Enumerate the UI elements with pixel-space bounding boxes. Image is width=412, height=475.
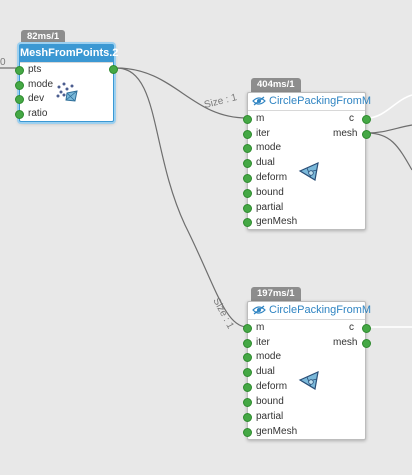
timing-badge: 197ms/1 <box>251 287 301 301</box>
node-title-text: CirclePackingFromM <box>269 95 372 107</box>
input-port-m: m <box>256 113 265 124</box>
input-port-genmesh: genMesh <box>256 216 298 227</box>
input-dot-deform[interactable] <box>243 174 252 183</box>
input-port-mode: mode <box>28 79 54 90</box>
input-dot-partial[interactable] <box>243 413 252 422</box>
input-port-m: m <box>256 322 265 333</box>
node-title-text: CirclePackingFromM <box>269 304 372 316</box>
circle-packing-node-1[interactable]: CirclePackingFromM m iter mode dual defo… <box>243 92 371 230</box>
input-dot-partial[interactable] <box>243 204 252 213</box>
wire-mesh-to-cp2[interactable] <box>115 67 248 328</box>
input-port-dual: dual <box>256 366 275 377</box>
triangle-mesh-icon <box>298 161 319 181</box>
input-dot-deform[interactable] <box>243 383 252 392</box>
input-dot-ratio[interactable] <box>15 110 24 119</box>
input-dot-m[interactable] <box>243 324 252 333</box>
output-port-mesh: mesh <box>333 128 358 139</box>
input-dot-mode[interactable] <box>243 353 252 362</box>
output-port-c: c <box>349 113 354 124</box>
node-title[interactable]: CirclePackingFromM <box>248 93 371 111</box>
wire-mesh-to-cp1[interactable] <box>115 67 248 119</box>
input-port-genmesh: genMesh <box>256 426 298 437</box>
output-dot-mesh[interactable] <box>109 65 118 74</box>
wire-cp1-mesh-out-2[interactable] <box>366 132 412 171</box>
input-dot-dual[interactable] <box>243 368 252 377</box>
input-dot-m[interactable] <box>243 115 252 124</box>
input-port-ratio: ratio <box>28 108 48 119</box>
input-dot-dual[interactable] <box>243 159 252 168</box>
input-port-iter: iter <box>256 128 270 139</box>
point-cloud-icon <box>56 82 78 102</box>
node-title[interactable]: MeshFromPoints.2 <box>20 45 118 63</box>
timing-badge: 82ms/1 <box>21 30 66 44</box>
mesh-from-points-node[interactable]: MeshFromPoints.2 pts mode dev ratio <box>15 44 118 122</box>
input-port-partial: partial <box>256 411 284 422</box>
wire-cp1-mesh-out[interactable] <box>366 124 412 134</box>
timing-badge: 404ms/1 <box>251 78 301 92</box>
input-port-mode: mode <box>256 142 282 153</box>
wire-mesh-to-cp1-label: Size : 1 <box>203 92 238 111</box>
eye-icon[interactable] <box>252 305 266 315</box>
input-port-dev: dev <box>28 93 45 104</box>
output-port-mesh: mesh <box>333 337 358 348</box>
triangle-mesh-icon <box>298 370 319 390</box>
wire-cp1-c-out[interactable] <box>366 94 412 119</box>
wire-input-stub-label: 0 <box>0 57 6 68</box>
input-dot-genmesh[interactable] <box>243 218 252 227</box>
input-dot-iter[interactable] <box>243 130 252 139</box>
output-port-c: c <box>349 322 354 333</box>
node-title[interactable]: CirclePackingFromM <box>248 302 371 320</box>
output-dot-mesh[interactable] <box>362 130 371 139</box>
input-dot-genmesh[interactable] <box>243 428 252 437</box>
circle-packing-node-2[interactable]: CirclePackingFromM m iter mode dual defo… <box>243 301 371 440</box>
input-port-iter: iter <box>256 337 270 348</box>
input-port-deform: deform <box>256 381 288 392</box>
input-port-mode: mode <box>256 351 282 362</box>
input-port-bound: bound <box>256 396 284 407</box>
wire-mesh-to-cp2-label: Size : 1 <box>210 296 236 331</box>
output-dot-mesh[interactable] <box>362 339 371 348</box>
input-port-partial: partial <box>256 202 284 213</box>
input-port-dual: dual <box>256 157 275 168</box>
input-dot-bound[interactable] <box>243 189 252 198</box>
input-dot-mode[interactable] <box>15 81 24 90</box>
input-dot-mode[interactable] <box>243 144 252 153</box>
input-port-deform: deform <box>256 172 288 183</box>
input-dot-pts[interactable] <box>15 66 24 75</box>
output-dot-c[interactable] <box>362 324 371 333</box>
input-dot-bound[interactable] <box>243 398 252 407</box>
input-dot-iter[interactable] <box>243 339 252 348</box>
input-port-pts: pts <box>28 64 42 75</box>
eye-icon[interactable] <box>252 96 266 106</box>
output-dot-c[interactable] <box>362 115 371 124</box>
input-dot-dev[interactable] <box>15 95 24 104</box>
input-port-bound: bound <box>256 187 284 198</box>
